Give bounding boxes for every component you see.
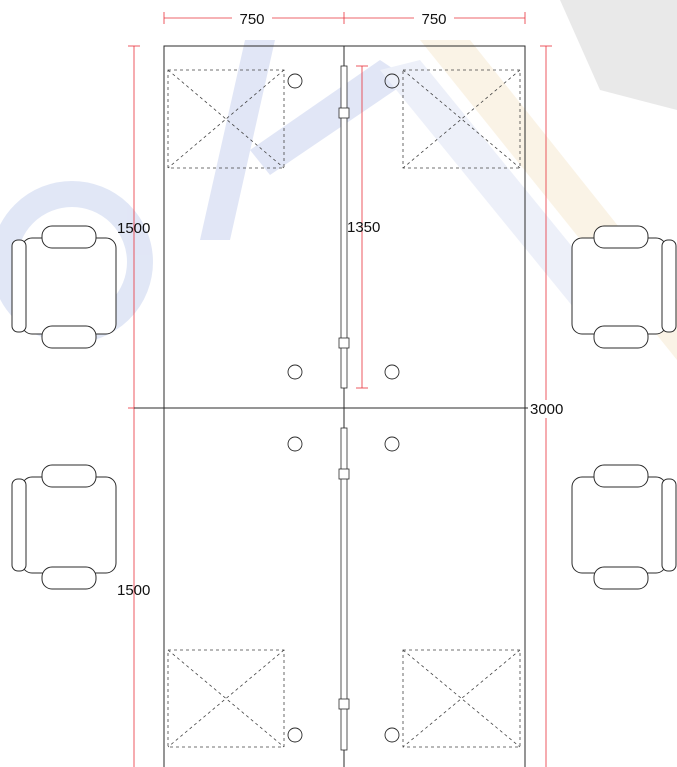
watermark-letter-k-arm (250, 60, 410, 175)
screen-upper (340, 65, 348, 389)
grommet (287, 727, 303, 743)
chair-icon-left-lower (11, 464, 117, 590)
grommet (287, 436, 303, 452)
grommet (384, 727, 400, 743)
chair-icon-right-upper (571, 225, 677, 349)
dimension-left-lower-depth: 1500 (117, 582, 150, 599)
cabinet-top-left (167, 69, 285, 169)
dimension-top-left-width: 750 (239, 11, 264, 28)
screen-bracket (338, 107, 350, 119)
privacy-screens (338, 65, 350, 751)
grommet (384, 73, 400, 89)
dimension-top-right-width: 750 (421, 11, 446, 28)
dimension-overall-length: 3000 (530, 401, 563, 418)
pedestal-cabinets (167, 69, 521, 748)
cabinet-bottom-left (167, 649, 285, 748)
screen-lower (340, 427, 348, 751)
cabinet-bottom-right (402, 649, 521, 748)
watermark-letter-s (560, 0, 677, 110)
grommet (287, 73, 303, 89)
cabinet-top-right (402, 69, 521, 169)
dimension-screen-length: 1350 (347, 219, 380, 236)
cable-grommets (287, 73, 400, 743)
screen-bracket (338, 337, 350, 349)
screen-bracket (338, 468, 350, 480)
grommet (384, 364, 400, 380)
dimension-left-upper-depth: 1500 (117, 220, 150, 237)
grommet (384, 436, 400, 452)
watermark-letter-k-stem (200, 40, 275, 240)
office-chairs (11, 225, 677, 590)
chair-icon-left-upper (11, 225, 117, 349)
chair-icon-right-lower (571, 464, 677, 590)
screen-bracket (338, 698, 350, 710)
grommet (287, 364, 303, 380)
